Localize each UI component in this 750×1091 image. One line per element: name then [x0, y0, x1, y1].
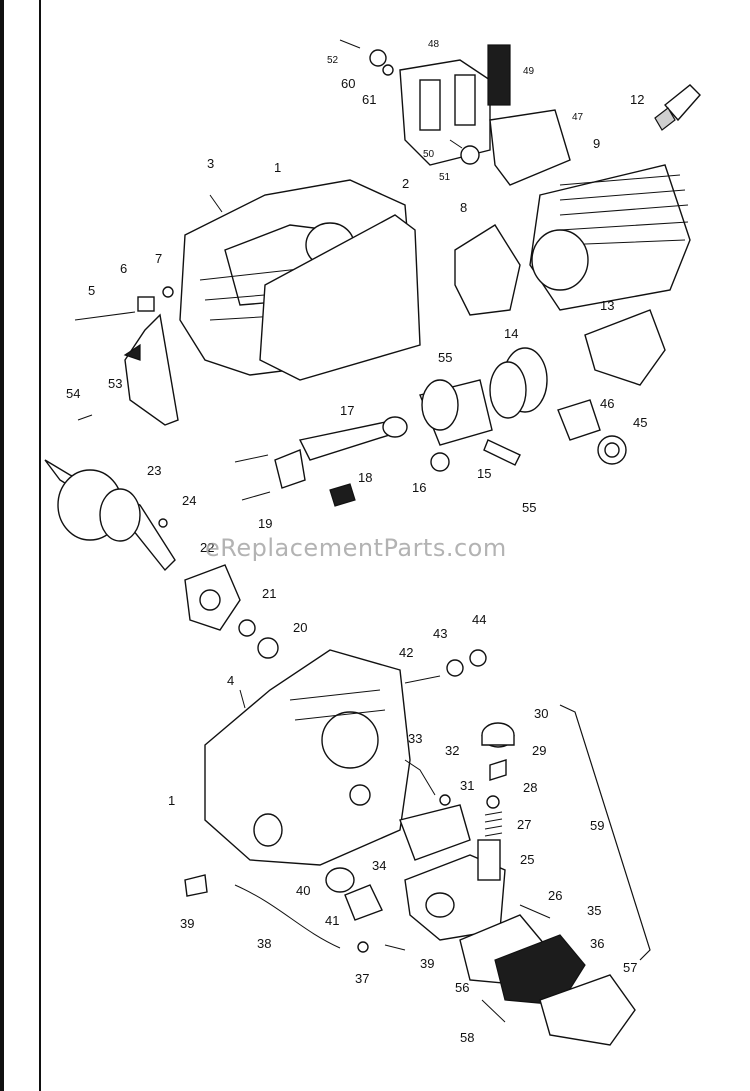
callout-18: 18	[358, 470, 372, 485]
callout-31: 31	[460, 778, 474, 793]
callout-48: 48	[428, 39, 440, 50]
callout-57: 57	[623, 960, 637, 975]
crankcase-gasket	[259, 214, 421, 381]
callout-19: 19	[258, 516, 272, 531]
callout-1: 1	[274, 160, 281, 175]
callout-21: 21	[262, 586, 276, 601]
callout-25: 25	[520, 852, 534, 867]
oil-pump-stack	[481, 722, 515, 837]
callout-6: 6	[120, 261, 127, 276]
lower-left-parts	[184, 804, 471, 953]
flange-plate	[584, 309, 666, 386]
assembly-bracket-59	[559, 704, 651, 961]
callout-5: 5	[88, 283, 95, 298]
crankshaft	[44, 459, 176, 572]
callout-58: 58	[460, 1030, 474, 1045]
callout-22: 22	[200, 540, 214, 555]
callout-9: 9	[593, 136, 600, 151]
callout-29: 29	[532, 743, 546, 758]
spark-plug	[654, 84, 701, 131]
callout-28: 28	[523, 780, 537, 795]
callout-61: 61	[362, 92, 376, 107]
callout-46: 46	[600, 396, 614, 411]
callout-60: 60	[341, 76, 355, 91]
callout-3: 3	[207, 156, 214, 171]
pump-cover-plates	[459, 904, 636, 1046]
callout-7: 7	[155, 251, 162, 266]
bearings	[557, 399, 627, 465]
callout-35: 35	[587, 903, 601, 918]
callout-47: 47	[572, 112, 584, 123]
callout-51: 51	[439, 172, 451, 183]
muffler-assembly	[399, 44, 571, 186]
callout-20: 20	[293, 620, 307, 635]
callout-45: 45	[633, 415, 647, 430]
callout-55b: 55	[522, 500, 536, 515]
crankcase-lower	[204, 649, 411, 866]
callout-33: 33	[408, 731, 422, 746]
crankcase-bracket-left	[123, 313, 179, 426]
callout-54: 54	[66, 386, 80, 401]
callout-8: 8	[460, 200, 467, 215]
callout-50: 50	[423, 149, 435, 160]
callout-43: 43	[433, 626, 447, 641]
callout-30: 30	[534, 706, 548, 721]
callout-26: 26	[548, 888, 562, 903]
cylinder-gasket	[454, 224, 521, 316]
callout-15: 15	[477, 466, 491, 481]
callout-56: 56	[455, 980, 469, 995]
callout-41: 41	[325, 913, 339, 928]
left-edge-strip	[0, 0, 4, 1091]
callout-27: 27	[517, 817, 531, 832]
callout-44: 44	[472, 612, 486, 627]
cylinder	[529, 164, 691, 311]
piston-rings-and-piston	[419, 347, 548, 466]
callout-4: 4	[227, 673, 234, 688]
lower-fasteners	[239, 649, 487, 806]
callout-23: 23	[147, 463, 161, 478]
callout-59: 59	[590, 818, 604, 833]
callout-2: 2	[402, 176, 409, 191]
callout-32: 32	[445, 743, 459, 758]
small-fasteners-upper	[74, 39, 480, 528]
callout-49: 49	[523, 66, 535, 77]
callout-53: 53	[108, 376, 122, 391]
callout-39: 39	[180, 916, 194, 931]
callout-42: 42	[399, 645, 413, 660]
connecting-rod	[274, 416, 450, 507]
callout-36: 36	[590, 936, 604, 951]
callout-1b: 1	[168, 793, 175, 808]
callout-labels: 1 1 2 3 4 5 6 7 8 9 12 13 14 15 16 17 18…	[66, 39, 647, 1045]
callout-12: 12	[630, 92, 644, 107]
intake-gasket-and-nuts	[184, 564, 279, 659]
callout-39b: 39	[420, 956, 434, 971]
callout-38: 38	[257, 936, 271, 951]
callout-52: 52	[327, 55, 339, 66]
callout-14: 14	[504, 326, 518, 341]
callout-16: 16	[412, 480, 426, 495]
callout-13: 13	[600, 298, 614, 313]
callout-17: 17	[340, 403, 354, 418]
watermark-text: eReplacementParts.com	[205, 534, 507, 562]
callout-34: 34	[372, 858, 386, 873]
callout-37: 37	[355, 971, 369, 986]
callout-40: 40	[296, 883, 310, 898]
callout-24: 24	[182, 493, 196, 508]
callout-55: 55	[438, 350, 452, 365]
